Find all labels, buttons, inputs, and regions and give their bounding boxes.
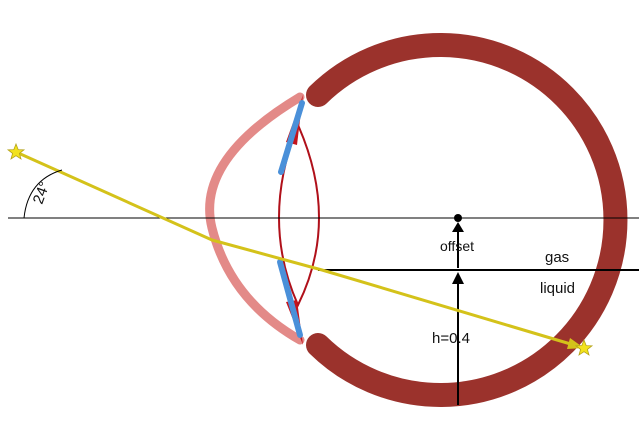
gas-label: gas	[545, 249, 569, 266]
star-icon	[6, 142, 26, 160]
height-arrowhead	[452, 272, 464, 284]
liquid-label: liquid	[540, 280, 575, 297]
height-label: h=0.4	[432, 330, 470, 347]
iris-bottom	[277, 259, 303, 338]
offset-arrowhead	[452, 222, 464, 232]
angle-label: 24°	[30, 179, 54, 206]
cornea	[205, 92, 305, 345]
angle-arc	[23, 169, 63, 219]
light-ray	[15, 150, 585, 350]
offset-label: offset	[440, 238, 474, 254]
iris-top	[278, 100, 305, 175]
center-point	[454, 214, 462, 222]
sclera	[306, 33, 628, 407]
lens	[278, 122, 320, 308]
star-icon	[574, 338, 594, 356]
